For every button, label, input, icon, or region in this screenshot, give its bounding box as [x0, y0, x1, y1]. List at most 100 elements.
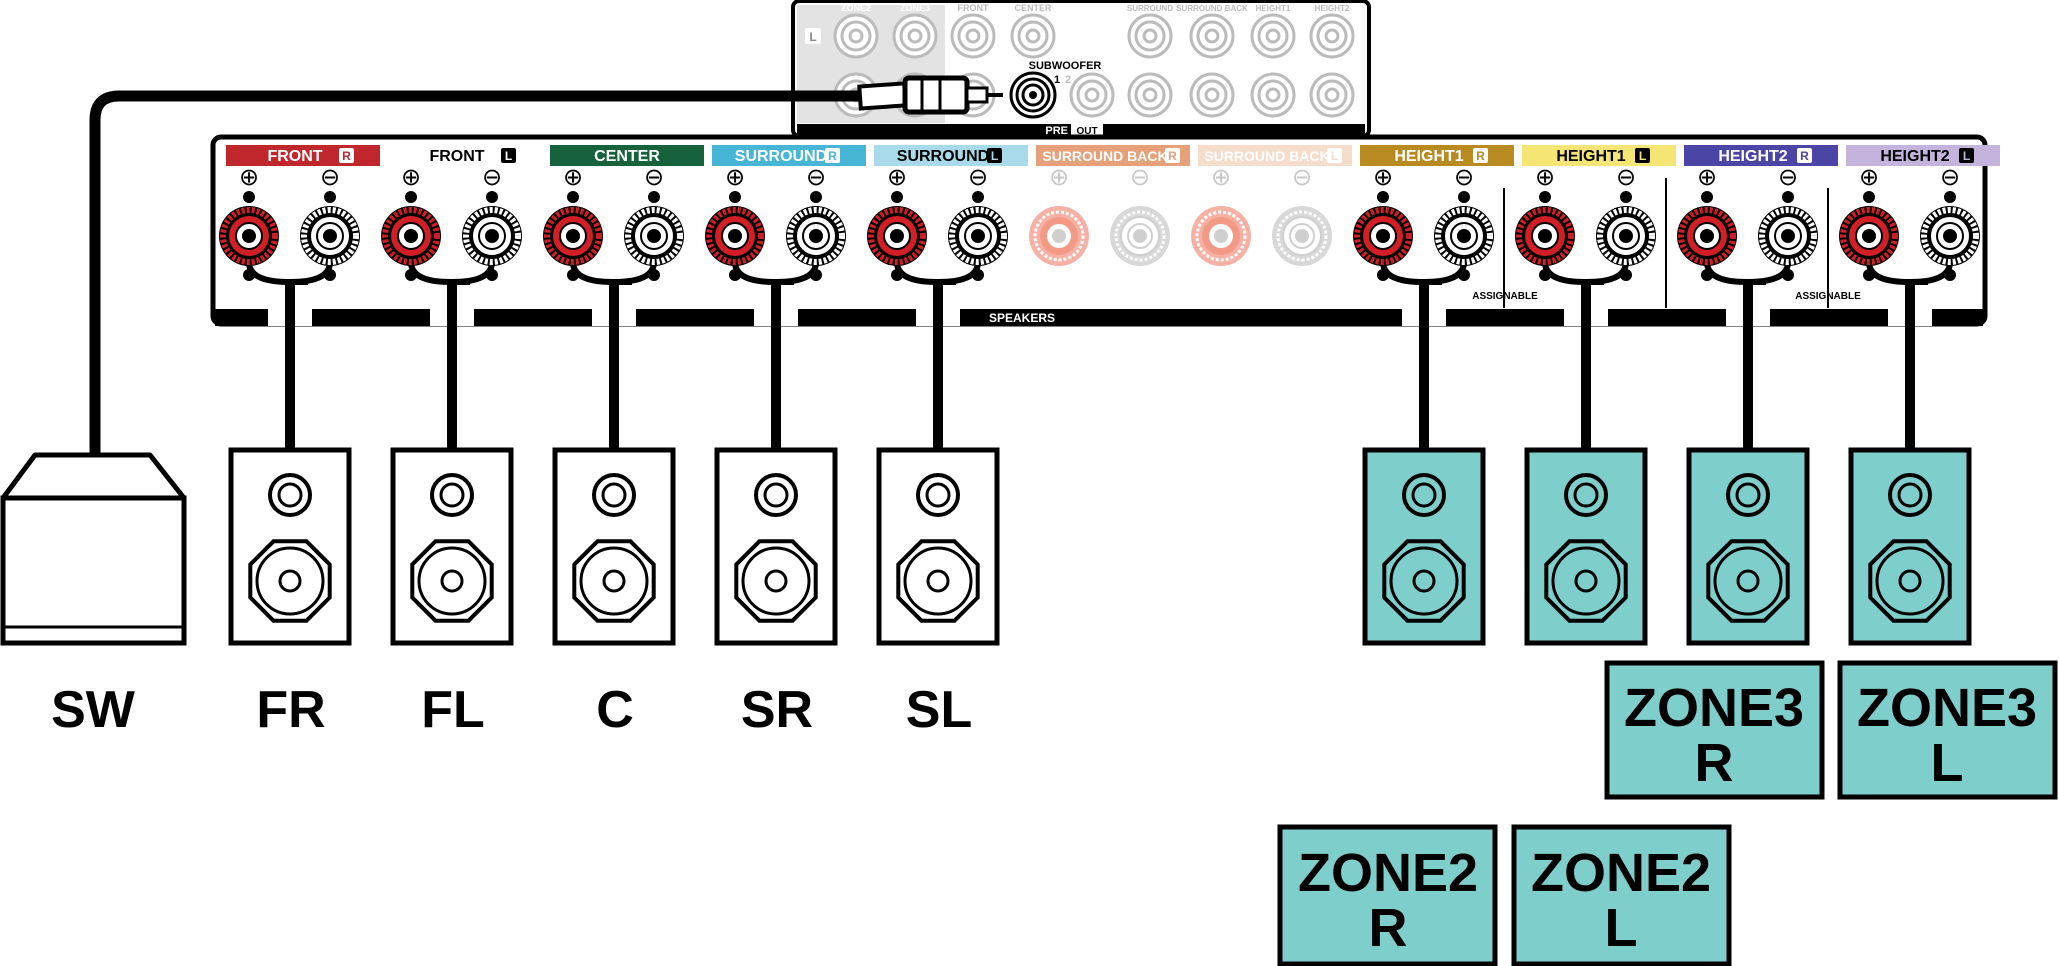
plus-icon: ⊕	[1049, 164, 1069, 191]
subwoofer-icon	[0, 452, 187, 646]
channel-badge-box	[1959, 148, 1974, 163]
speaker-cable-line	[933, 282, 943, 452]
plus-icon: ⊕	[239, 164, 259, 191]
channel-badge: L	[991, 149, 998, 163]
speakers-label: SPEAKERS	[989, 311, 1055, 325]
channel-badge-box	[1165, 148, 1180, 163]
channel-label-text: SURROUND BACK	[1042, 148, 1167, 164]
zone2-l-line2: L	[1605, 898, 1638, 958]
preout-label-front: FRONT	[958, 3, 989, 13]
rca-jack-icon	[1127, 13, 1173, 59]
l-badge: L	[809, 30, 816, 44]
speaker-cable-line	[1905, 282, 1915, 452]
positive-terminal-icon	[381, 206, 441, 266]
speaker-label-sl: SL	[906, 681, 972, 739]
positive-terminal-icon	[1515, 206, 1575, 266]
zone-label-zone2-l: ZONE2 L	[1511, 824, 1732, 966]
channel-badge: R	[828, 149, 837, 163]
positive-terminal-icon	[219, 206, 279, 266]
channel-label-text: HEIGHT1	[1556, 148, 1625, 165]
subwoofer-label: SUBWOOFER	[1029, 60, 1102, 72]
speaker-icon	[876, 447, 1000, 646]
positive-terminal-icon	[1677, 206, 1737, 266]
negative-terminal-icon	[1920, 206, 1980, 266]
out-badge	[1071, 124, 1103, 136]
speaker-cable-line	[609, 282, 619, 452]
zone2-l-line1: ZONE2	[1531, 843, 1711, 903]
preout-label-center: CENTER	[1014, 3, 1052, 13]
rca-jack-icon	[1010, 13, 1056, 59]
negative-terminal-icon	[948, 206, 1008, 266]
channel-label-text: FRONT	[429, 148, 484, 165]
speaker-icon	[552, 447, 676, 646]
rca-jack-icon	[1189, 13, 1235, 59]
pre-label: PRE	[1045, 125, 1068, 137]
channel-badge-box	[825, 148, 840, 163]
speaker-cable-line	[447, 282, 457, 452]
zone2-r-line1: ZONE2	[1298, 843, 1478, 903]
zone2-r-line2: R	[1369, 898, 1408, 958]
speaker-cable-line	[771, 282, 781, 452]
positive-terminal-icon	[1189, 204, 1253, 268]
speaker-label-sr: SR	[741, 681, 813, 739]
channel-badge-box	[1797, 148, 1812, 163]
negative-terminal-icon	[1434, 206, 1494, 266]
channel-badge: R	[1168, 149, 1177, 163]
minus-icon: ⊖	[320, 164, 340, 191]
channel-badge-box	[1327, 148, 1342, 163]
channel-badge: R	[1800, 149, 1809, 163]
rca-jack-icon	[1309, 13, 1355, 59]
rca-jack-icon	[1309, 72, 1355, 118]
positive-terminal-icon	[1839, 206, 1899, 266]
negative-terminal-icon	[1596, 206, 1656, 266]
zone3-r-line1: ZONE3	[1624, 678, 1804, 738]
speaker-label-fr: FR	[256, 681, 325, 739]
speaker-icon	[390, 447, 514, 646]
positive-terminal-icon	[1353, 206, 1413, 266]
rca-jack-icon	[1250, 72, 1296, 118]
speaker-cable-line	[1581, 282, 1591, 452]
channel-label-text: CENTER	[594, 148, 660, 165]
negative-terminal-icon	[1270, 204, 1334, 268]
minus-icon: ⊖	[968, 164, 988, 191]
preout-label-zone2: ZONE2	[841, 3, 871, 13]
rca-jack-icon	[1069, 72, 1115, 118]
preout-label-height2: HEIGHT2	[1315, 4, 1350, 13]
preout-label-zone3: ZONE3	[900, 3, 930, 13]
rca-jack-icon	[1250, 13, 1296, 59]
zone3-l-line1: ZONE3	[1857, 678, 2037, 738]
negative-terminal-icon	[462, 206, 522, 266]
out-label: OUT	[1076, 126, 1097, 137]
channel-label-text: FRONT	[267, 148, 322, 165]
speaker-icon	[714, 447, 838, 646]
minus-icon: ⊖	[1940, 164, 1960, 191]
subwoofer-jack-icon	[1009, 71, 1057, 119]
minus-icon: ⊖	[1778, 164, 1798, 191]
subwoofer-cable	[89, 75, 1003, 455]
speaker-icon	[228, 447, 352, 646]
channel-badge: L	[1639, 149, 1646, 163]
minus-icon: ⊖	[806, 164, 826, 191]
speaker-label-fl: FL	[421, 681, 485, 739]
channel-label-text: HEIGHT2	[1718, 148, 1787, 165]
channel-label-bg	[550, 145, 704, 166]
speaker-label-sw: SW	[51, 681, 136, 739]
speaker-cable-line	[285, 282, 295, 452]
plus-icon: ⊕	[725, 164, 745, 191]
minus-icon: ⊖	[1616, 164, 1636, 191]
channel-label-text: SURROUND	[735, 148, 827, 165]
rca-jack-icon	[950, 13, 996, 59]
minus-icon: ⊖	[644, 164, 664, 191]
positive-terminal-icon	[543, 206, 603, 266]
positive-terminal-icon	[1027, 204, 1091, 268]
assignable-label-1: ASSIGNABLE	[1472, 291, 1538, 302]
speaker-cable-line	[1419, 282, 1429, 452]
preout-label-height1: HEIGHT1	[1256, 4, 1291, 13]
